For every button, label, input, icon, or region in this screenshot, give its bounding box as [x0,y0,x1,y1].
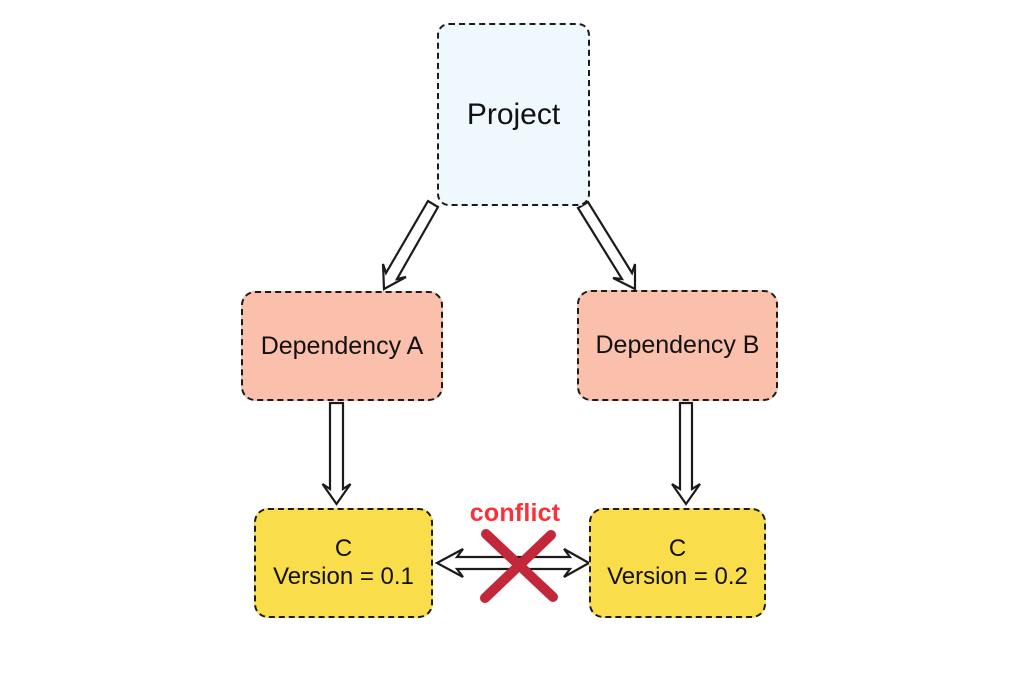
node-dependency-b-label: Dependency B [595,331,760,359]
node-c1-label: C [334,535,353,562]
conflict-x-icon [480,529,558,603]
node-project-label: Project [466,97,561,131]
node-project: Project [437,23,590,206]
arrow-project-to-dependency-b-icon [576,200,637,291]
node-dependency-a-label: Dependency A [260,331,424,360]
node-c-version-0-1: C Version = 0.1 [254,508,433,618]
arrow-dependency-a-to-c1-icon [321,401,352,506]
arrow-dependency-b-to-c2-icon [671,401,701,506]
node-c2-label: C [668,535,687,562]
arrow-project-to-dependency-a-icon [381,199,440,291]
node-dependency-a: Dependency A [241,291,443,401]
conflict-x-stroke-2 [480,530,556,603]
node-c2-version-label: Version = 0.2 [607,563,748,590]
node-c1-version-label: Version = 0.1 [273,563,414,590]
conflict-x-stroke-1 [481,529,558,602]
node-dependency-b: Dependency B [577,290,778,401]
conflict-double-arrow-icon [434,548,592,578]
node-c-version-0-2: C Version = 0.2 [589,508,766,618]
conflict-label: conflict [469,499,561,527]
